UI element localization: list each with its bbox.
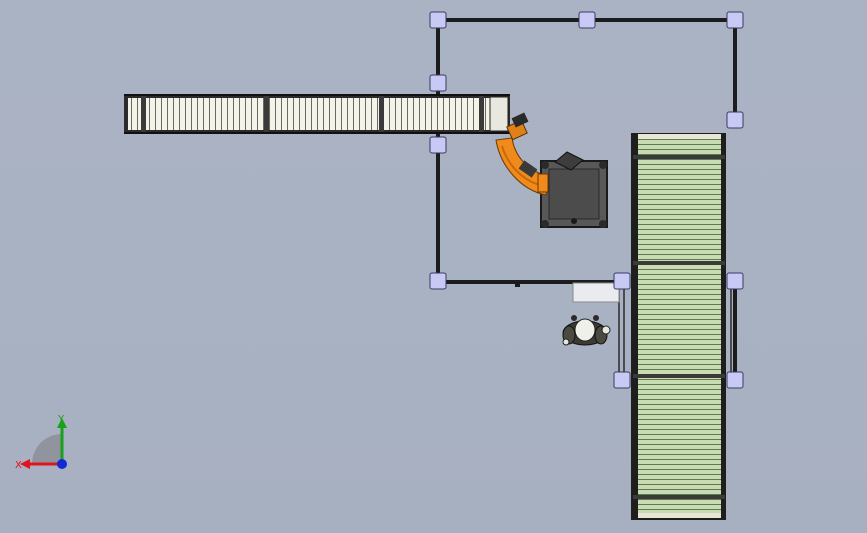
- fence-posts[interactable]: [429, 11, 744, 389]
- fence-post[interactable]: [726, 272, 744, 290]
- robot-arm[interactable]: [495, 112, 549, 196]
- robot-pedestal[interactable]: [540, 151, 608, 228]
- fence-post[interactable]: [429, 11, 447, 29]
- conveyor-crossmember: [633, 261, 725, 265]
- fence-post[interactable]: [726, 111, 744, 129]
- coordinate-triad: X Y: [15, 414, 67, 471]
- fence-post[interactable]: [613, 371, 631, 389]
- outfeed-roller-conveyor[interactable]: [631, 133, 726, 520]
- fence-post[interactable]: [578, 11, 596, 29]
- fence-post[interactable]: [726, 371, 744, 389]
- z-axis-dot: [57, 459, 67, 469]
- conveyor-support: [379, 96, 384, 132]
- conveyor-support: [141, 96, 146, 132]
- fence-post[interactable]: [429, 272, 447, 290]
- infeed-roller-conveyor[interactable]: [124, 94, 510, 134]
- fence-post[interactable]: [613, 272, 631, 290]
- infeed-rollers: [128, 98, 508, 130]
- x-axis-label: X: [15, 460, 22, 471]
- y-axis-label: Y: [57, 414, 65, 425]
- operator-figure[interactable]: [562, 315, 611, 346]
- conveyor-crossmember: [633, 495, 725, 499]
- control-panel[interactable]: [572, 282, 620, 303]
- fence-bracket: [515, 282, 520, 287]
- conveyor-crossmember: [633, 155, 725, 159]
- fence-post[interactable]: [429, 136, 447, 154]
- fence-post[interactable]: [429, 74, 447, 92]
- fence-post[interactable]: [726, 11, 744, 29]
- conveyor-crossmember: [633, 374, 725, 378]
- conveyor-end-stop: [489, 96, 509, 132]
- conveyor-support: [264, 96, 269, 132]
- conveyor-support: [479, 96, 484, 132]
- outfeed-rollers: [638, 136, 721, 517]
